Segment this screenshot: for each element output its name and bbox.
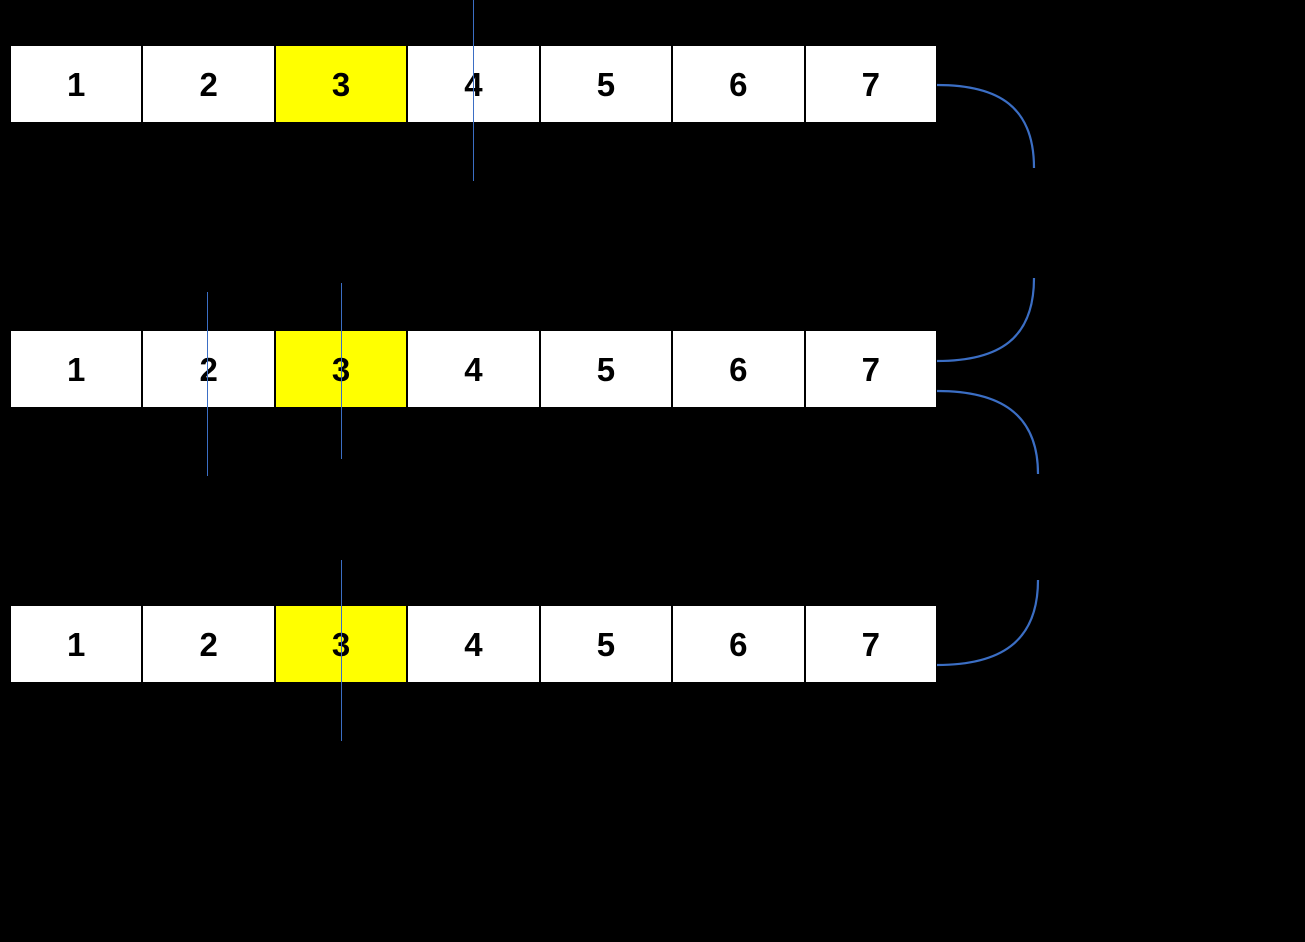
brace-row2-to-row3-upper-arc (936, 389, 1040, 475)
array-cell-r1-c6[interactable]: 6 (672, 45, 805, 123)
array-cell-r3-c2[interactable]: 2 (142, 605, 275, 683)
array-cell-r3-c1[interactable]: 1 (10, 605, 143, 683)
brace-row1-to-row2-upper-arc (936, 83, 1036, 169)
pointer-row2-cell3 (341, 283, 342, 459)
array-cell-r1-c1[interactable]: 1 (10, 45, 143, 123)
pointer-row1-cell4 (473, 0, 474, 181)
brace-row1-to-row2 (936, 83, 1036, 363)
array-cell-r1-c3[interactable]: 3 (274, 45, 408, 123)
brace-row1-to-row2-lower-arc (936, 277, 1036, 363)
brace-row2-to-row3 (936, 389, 1040, 667)
array-cell-r1-c2[interactable]: 2 (142, 45, 275, 123)
array-cell-r2-c7[interactable]: 7 (804, 330, 937, 408)
array-cell-r1-c5[interactable]: 5 (539, 45, 673, 123)
array-cell-r1-c7[interactable]: 7 (804, 45, 937, 123)
array-cell-r2-c4[interactable]: 4 (407, 330, 540, 408)
array-cell-r3-c7[interactable]: 7 (804, 605, 937, 683)
array-cell-r3-c4[interactable]: 4 (407, 605, 540, 683)
pointer-row3-cell3 (341, 560, 342, 741)
array-cell-r2-c5[interactable]: 5 (539, 330, 673, 408)
pointer-row2-cell2 (207, 292, 208, 476)
array-cell-r2-c6[interactable]: 6 (672, 330, 805, 408)
brace-row2-to-row3-lower-arc (936, 579, 1040, 667)
array-cell-r2-c2[interactable]: 2 (142, 330, 275, 408)
array-cell-r3-c5[interactable]: 5 (539, 605, 673, 683)
array-cell-r2-c1[interactable]: 1 (10, 330, 143, 408)
array-cell-r3-c6[interactable]: 6 (672, 605, 805, 683)
